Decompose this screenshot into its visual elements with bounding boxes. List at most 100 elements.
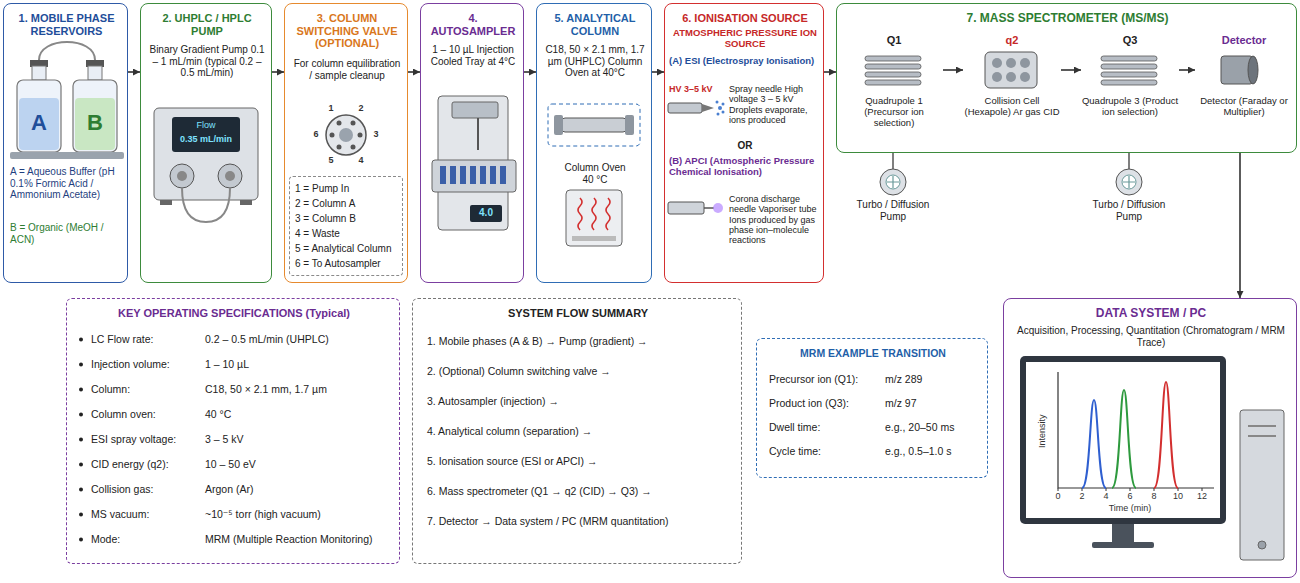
collision-cell (985, 52, 1037, 88)
panel-heading: 7. MASS SPECTROMETER (MS/MS) (841, 12, 1294, 26)
computer-tower (1240, 410, 1284, 560)
port-key: 2 = Column A (295, 198, 398, 210)
bullet-dot (79, 338, 83, 342)
axis-tick: 6 (1122, 491, 1138, 501)
box-heading: MRM EXAMPLE TRANSITION (761, 347, 985, 359)
panel-text: For column equilibration / sample cleanu… (291, 58, 403, 81)
port-key: 1 = Pump In (295, 183, 398, 195)
autosampler-unit (460, 166, 466, 184)
computer-monitor (1020, 356, 1226, 548)
esi-needle (717, 113, 720, 116)
apci-needle (668, 202, 723, 214)
autosampler-unit (432, 96, 516, 230)
vacuum-pump (1122, 175, 1136, 189)
esi-needle (702, 104, 714, 112)
solvent-bottle (88, 66, 102, 80)
autosampler-unit (480, 166, 486, 184)
mrm-name: Dwell time: (769, 421, 881, 433)
ms-stage: Q1Quadrupole 1 (Precursor ion selection) (845, 34, 943, 146)
quadrupole-rods (1101, 64, 1157, 69)
spec-name: LC Flow rate: (91, 333, 201, 345)
collision-cell (1020, 58, 1030, 68)
solvent-bottle (17, 80, 61, 152)
spec-value: 3 – 5 kV (205, 433, 395, 445)
spec-value: Argon (Ar) (205, 483, 395, 495)
column-oven (606, 198, 610, 230)
source-heading: (A) ESI (Electrospray Ionisation) (669, 56, 821, 67)
or-label: OR (669, 140, 821, 152)
flow-arrow (1061, 69, 1081, 71)
column-oven (566, 190, 622, 246)
computer-monitor (1026, 362, 1220, 518)
computer-monitor (1020, 356, 1226, 524)
bullet-dot (79, 388, 83, 392)
flow-arrow (408, 71, 420, 73)
spec-value: ~10⁻⁵ torr (high vacuum) (205, 508, 395, 520)
collision-cell (992, 72, 1002, 82)
panel-text: 1 – 10 µL Injection Cooled Tray at 4°C (425, 44, 521, 67)
pump-unit (154, 108, 258, 200)
spec-name: ESI spray voltage: (91, 433, 201, 445)
bullet-dot (79, 538, 83, 542)
collision-cell (992, 58, 1002, 68)
bullet-dot (79, 338, 83, 542)
source-text: Spray needle High voltage 3 – 5 kV Dropl… (729, 84, 821, 125)
flow-arrow (128, 71, 140, 73)
panel-subheading: ATMOSPHERIC PRESSURE ION SOURCE (669, 28, 821, 50)
autosampler-unit (452, 102, 498, 118)
flow-arrow (272, 71, 284, 73)
mrm-name: Cycle time: (769, 445, 881, 457)
bullet-dot (79, 463, 83, 467)
vacuum-pump (892, 153, 894, 169)
stage-caption: Collision Cell (Hexapole) Ar gas CID (963, 96, 1061, 118)
vacuum-pump (887, 176, 899, 188)
bullet-dot (79, 488, 83, 492)
solvent-bottle (19, 98, 59, 150)
pump-unit (170, 164, 194, 188)
spec-value: 10 – 50 eV (205, 458, 395, 470)
source-text: Corona discharge needle Vaporiser tube I… (729, 194, 821, 246)
vacuum-pump (1116, 169, 1142, 195)
esi-needle (718, 106, 722, 110)
stage-symbol: Q3 (1081, 34, 1179, 47)
analytical-column (562, 118, 626, 132)
column-oven (566, 190, 622, 246)
mrm-name: Product ion (Q3): (769, 397, 881, 409)
switching-valve (351, 120, 356, 125)
bullet-dot (79, 438, 83, 442)
flow-step: 7. Detector → Data system / PC (MRM quan… (427, 515, 733, 527)
computer-monitor (1082, 400, 1106, 488)
mrm-value: e.g., 0.5–1.0 s (885, 445, 983, 457)
flow-arrow (1179, 69, 1195, 71)
pump-unit (182, 188, 230, 222)
collision-cell (1020, 72, 1030, 82)
voltage-label: HV 3–5 kV (669, 84, 723, 94)
mrm-value: m/z 97 (885, 397, 983, 409)
collision-cell (985, 52, 1037, 88)
computer-monitor (1058, 488, 1202, 491)
computer-monitor (1058, 372, 1214, 488)
panel-heading: 4. AUTOSAMPLER (425, 12, 521, 37)
ms-stage: q2Collision Cell (Hexapole) Ar gas CID (963, 34, 1061, 146)
spec-name: CID energy (q2): (91, 458, 201, 470)
box-heading: KEY OPERATING SPECIFICATIONS (Typical) (71, 307, 397, 320)
solvent-bottle (73, 80, 117, 152)
esi-needle (668, 103, 702, 113)
bullet-dot (79, 363, 83, 367)
pump-unit (154, 108, 258, 222)
esi-needle (722, 103, 725, 106)
vacuum-pump (1123, 176, 1135, 188)
panel-text: C18, 50 × 2.1 mm, 1.7 µm (UHPLC) Column … (541, 44, 649, 79)
switching-valve (351, 145, 356, 150)
vacuum-pump (880, 169, 906, 195)
switching-valve (326, 115, 366, 155)
port-number: 1 (325, 103, 337, 113)
port-key: 5 = Analytical Column (295, 243, 398, 255)
quadrupole-rods (1101, 80, 1157, 85)
autosampler-unit (432, 160, 516, 192)
mrm-box: MRM EXAMPLE TRANSITIONPrecursor ion (Q1)… (756, 338, 988, 478)
stage-caption: Detector (Faraday or Multiplier) (1195, 96, 1293, 118)
bottle-letter: A (29, 110, 49, 135)
port-key-box: 1 = Pump In2 = Column A3 = Column B4 = W… (289, 176, 403, 276)
column-oven (578, 198, 582, 230)
